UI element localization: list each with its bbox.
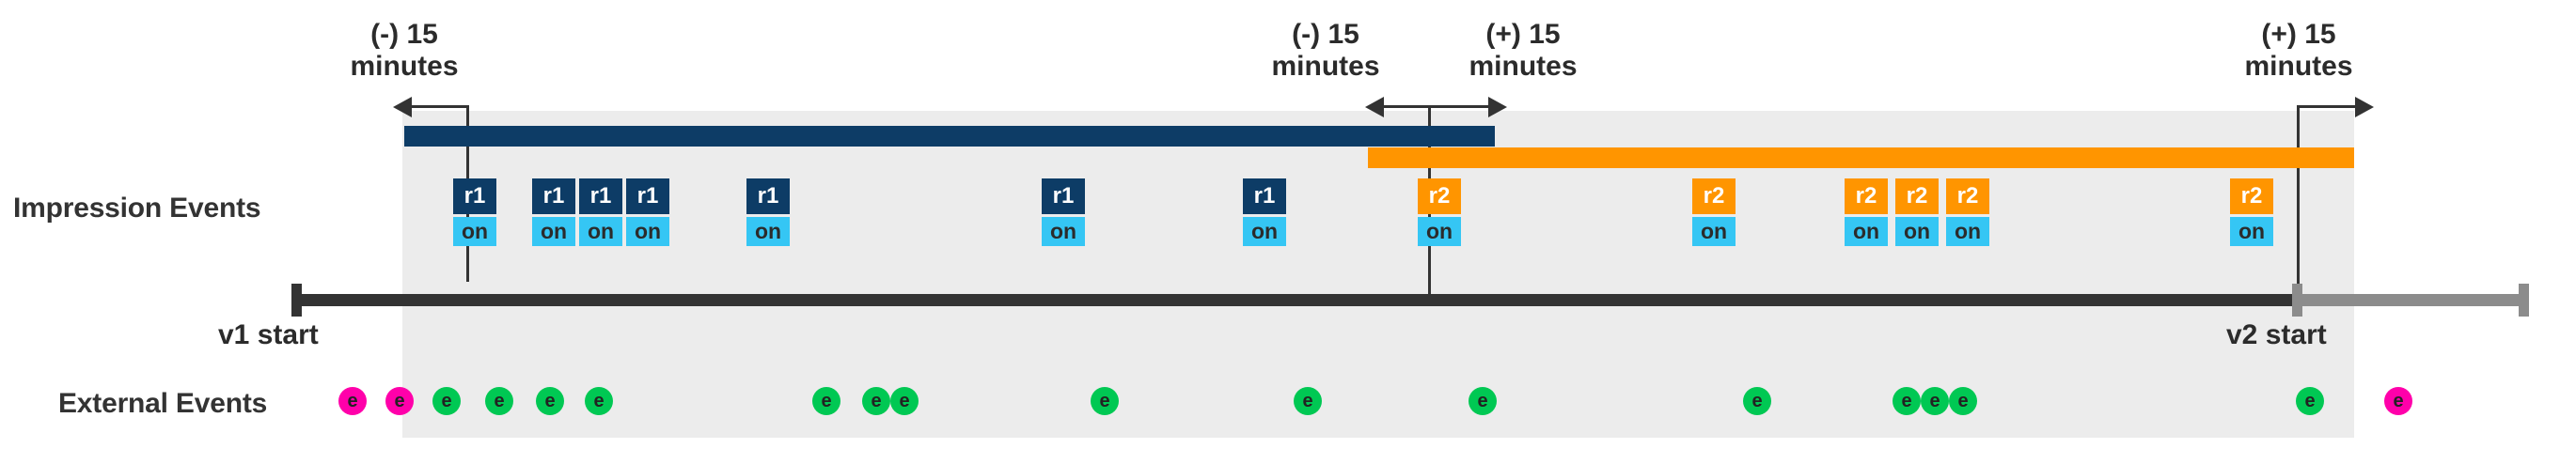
v1-release-bar [404, 126, 1495, 147]
external-event-marker: e [1294, 387, 1322, 415]
external-event-marker: e [890, 387, 919, 415]
external-event-marker: e [1469, 387, 1497, 415]
v2-release-bar [1368, 147, 2354, 168]
impression-release-box: r2 [1895, 178, 1939, 214]
impression-events-label: Impression Events [13, 193, 261, 224]
impression-release-box: r1 [1042, 178, 1085, 214]
impression-state-box: on [1418, 217, 1461, 246]
annotation-rule-mid [1382, 105, 1488, 108]
external-event-marker: e [2296, 387, 2324, 415]
external-event-marker: e [1949, 387, 1977, 415]
annotation-rule-1 [410, 105, 469, 108]
impression-state-box: on [2230, 217, 2273, 246]
annotation-connector-right [2297, 105, 2300, 293]
annotation-line-1: (+) 15 [1485, 19, 1561, 50]
annotation-plus-15-mid: (+) 15 minutes [1429, 19, 1617, 83]
external-event-marker: e [432, 387, 461, 415]
external-event-marker: e [485, 387, 513, 415]
arrowhead-right-1 [1488, 97, 1507, 117]
annotation-line-1: (-) 15 [1292, 19, 1359, 50]
external-event-marker: e [536, 387, 564, 415]
impression-release-box: r2 [2230, 178, 2273, 214]
arrowhead-right-2 [2355, 97, 2374, 117]
impression-state-box: on [746, 217, 790, 246]
annotation-line-1: (-) 15 [370, 19, 438, 50]
annotation-line-2: minutes [1271, 51, 1380, 82]
annotation-line-2: minutes [2244, 51, 2353, 82]
external-event-marker: e [385, 387, 414, 415]
impression-release-box: r1 [532, 178, 575, 214]
annotation-line-2: minutes [350, 51, 459, 82]
impression-release-box: r2 [1946, 178, 1989, 214]
impression-release-box: r1 [746, 178, 790, 214]
impression-state-box: on [1845, 217, 1888, 246]
impression-release-box: r1 [579, 178, 622, 214]
annotation-plus-15-right: (+) 15 minutes [2205, 19, 2393, 83]
timeline-axis-v2 [2292, 294, 2529, 306]
annotation-rule-right [2297, 105, 2356, 108]
arrowhead-left-2 [1365, 97, 1384, 117]
external-event-marker: e [1743, 387, 1771, 415]
external-event-marker: e [338, 387, 367, 415]
impression-state-box: on [579, 217, 622, 246]
external-event-marker: e [1893, 387, 1921, 415]
external-band [402, 257, 2354, 438]
impression-state-box: on [1895, 217, 1939, 246]
impression-state-box: on [1243, 217, 1286, 246]
impression-state-box: on [1946, 217, 1989, 246]
external-event-marker: e [1921, 387, 1949, 415]
impression-release-box: r1 [1243, 178, 1286, 214]
impression-state-box: on [1042, 217, 1085, 246]
external-event-marker: e [862, 387, 890, 415]
external-event-marker: e [812, 387, 840, 415]
impression-release-box: r1 [626, 178, 669, 214]
timeline-end-cap [2519, 284, 2529, 317]
annotation-line-1: (+) 15 [2261, 19, 2336, 50]
external-event-marker: e [2384, 387, 2412, 415]
external-events-label: External Events [58, 388, 268, 419]
arrowhead-left-1 [393, 97, 412, 117]
impression-state-box: on [1692, 217, 1736, 246]
impression-state-box: on [626, 217, 669, 246]
external-event-marker: e [1091, 387, 1119, 415]
v2-start-label: v2 start [2226, 319, 2327, 350]
annotation-line-2: minutes [1469, 51, 1578, 82]
impression-state-box: on [532, 217, 575, 246]
impression-release-box: r1 [453, 178, 496, 214]
impression-state-box: on [453, 217, 496, 246]
annotation-minus-15-left: (-) 15 minutes [310, 19, 498, 83]
impression-release-box: r2 [1845, 178, 1888, 214]
impression-release-box: r2 [1692, 178, 1736, 214]
external-event-marker: e [585, 387, 613, 415]
annotation-minus-15-mid: (-) 15 minutes [1232, 19, 1420, 83]
timeline-axis-v1 [291, 294, 2294, 306]
v1-start-label: v1 start [218, 319, 319, 350]
impression-release-box: r2 [1418, 178, 1461, 214]
